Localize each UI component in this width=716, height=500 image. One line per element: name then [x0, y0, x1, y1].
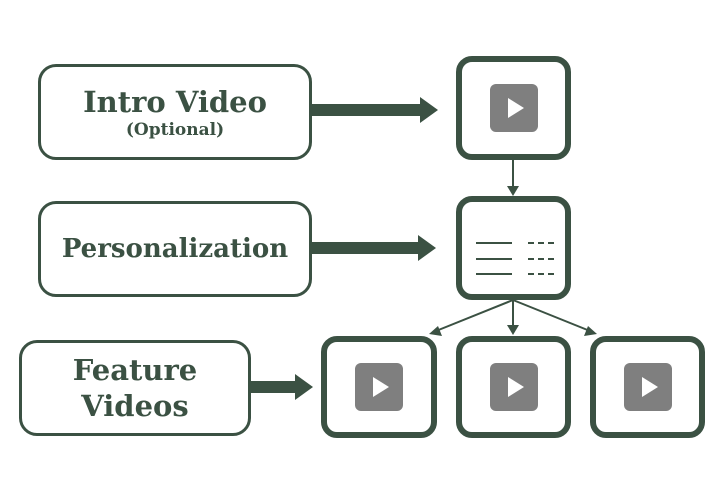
intro-video-title: Intro Video — [83, 85, 267, 119]
feature-video-tile-3[interactable] — [590, 336, 705, 438]
form-to-feature-center-head — [507, 325, 519, 335]
play-icon — [355, 363, 403, 411]
feature-video-tile-1[interactable] — [321, 336, 437, 438]
features-arrow-head — [295, 374, 313, 400]
feature-video-tile-2[interactable] — [456, 336, 571, 438]
personalization-arrow-shaft — [311, 242, 421, 254]
intro-video-label: Intro Video (Optional) — [38, 64, 312, 160]
feature-videos-line2: Videos — [81, 389, 189, 423]
intro-arrow-shaft — [311, 104, 423, 116]
feature-videos-label: Feature Videos — [19, 340, 251, 436]
form-to-feature-right-line — [512, 299, 591, 332]
intro-video-tile[interactable] — [456, 56, 571, 160]
form-list-icon — [476, 242, 555, 275]
form-to-feature-right-head — [584, 326, 597, 336]
form-to-feature-left-head — [429, 326, 442, 336]
personalization-title: Personalization — [61, 234, 289, 264]
feature-videos-line1: Feature — [72, 353, 198, 387]
personalization-form-tile[interactable] — [456, 196, 571, 300]
intro-video-subtitle: (Optional) — [125, 120, 225, 140]
personalization-arrow-head — [418, 235, 436, 261]
intro-to-form-head — [507, 186, 519, 196]
intro-arrow-head — [420, 97, 438, 123]
personalization-label: Personalization — [38, 201, 312, 297]
play-icon — [489, 84, 538, 132]
play-icon — [489, 363, 538, 411]
play-icon — [623, 363, 672, 411]
form-to-feature-left-line — [435, 299, 514, 332]
features-arrow-shaft — [250, 381, 298, 393]
